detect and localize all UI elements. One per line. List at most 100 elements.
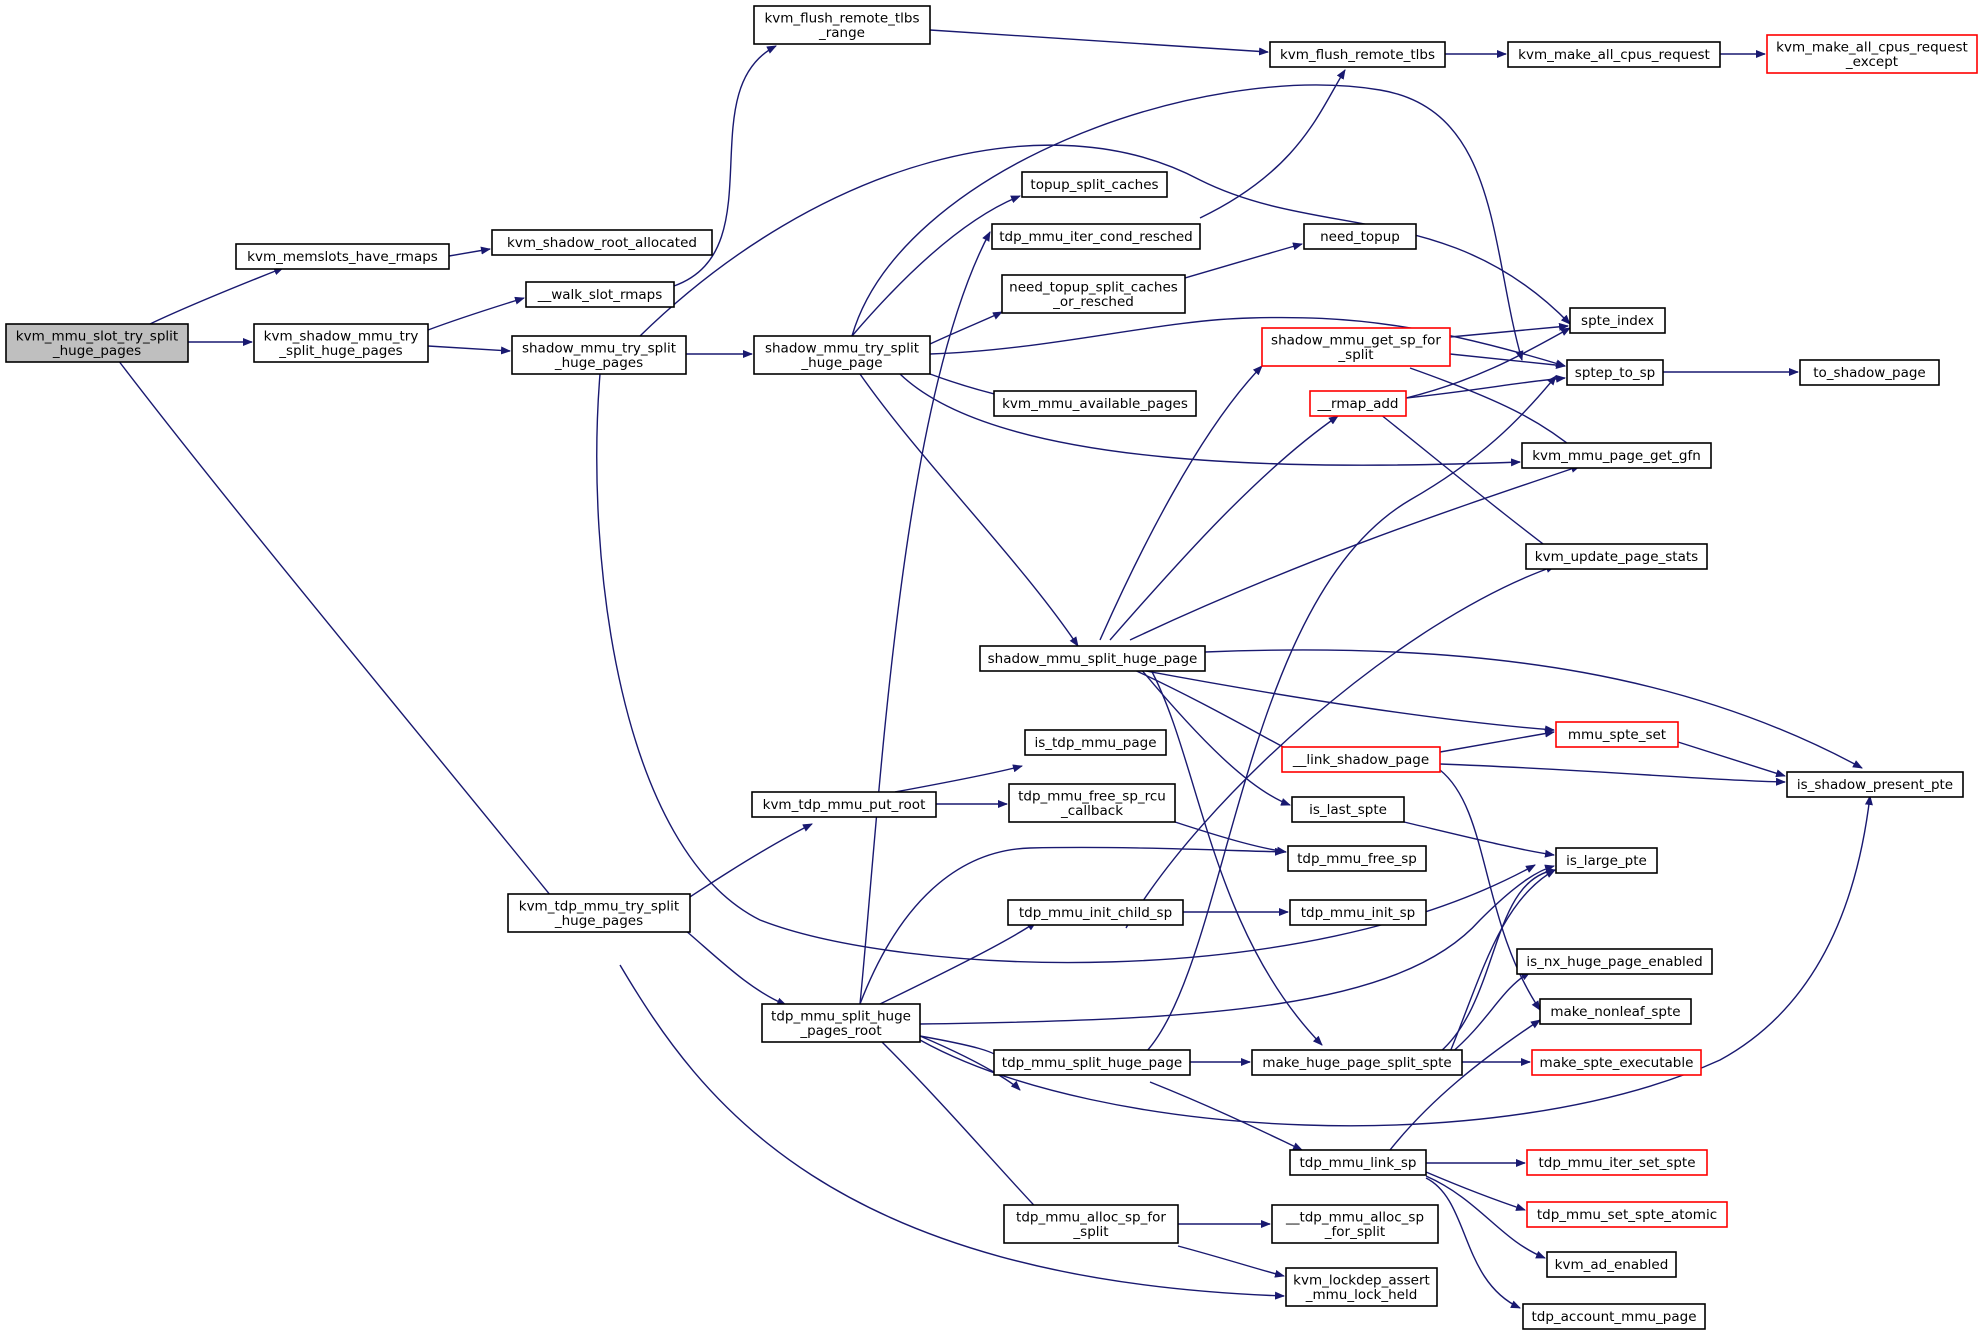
node-label: _split <box>1337 347 1373 363</box>
node-topup-split-caches[interactable]: topup_split_caches <box>1021 171 1168 198</box>
node-box <box>1521 442 1712 469</box>
node-rmap-add[interactable]: __rmap_add <box>1309 390 1407 417</box>
node-label: is_last_spte <box>1309 802 1387 818</box>
edge <box>1449 322 1569 338</box>
node-spte-index[interactable]: spte_index <box>1569 307 1666 334</box>
edge <box>929 311 1003 345</box>
node-walk-slot-rmaps[interactable]: __walk_slot_rmaps <box>525 281 675 308</box>
node-shadow-mmu-split-huge-page[interactable]: shadow_mmu_split_huge_page <box>979 645 1206 672</box>
node-is-shadow-present-pte[interactable]: is_shadow_present_pte <box>1786 771 1964 798</box>
node-shadow-mmu-try-split-huge-pages-kvm[interactable]: kvm_shadow_mmu_try_split_huge_pages <box>253 323 429 363</box>
node-box <box>1269 41 1446 68</box>
node-tdp-mmu-iter-cond-resched[interactable]: tdp_mmu_iter_cond_resched <box>991 223 1201 250</box>
node-label: kvm_shadow_mmu_try <box>264 328 419 344</box>
node-to-shadow-page[interactable]: to_shadow_page <box>1799 359 1940 386</box>
node-tdp-mmu-init-sp[interactable]: tdp_mmu_init_sp <box>1289 899 1427 926</box>
node-box <box>1516 948 1713 975</box>
node-box <box>1526 1149 1708 1176</box>
edge <box>919 795 1873 1127</box>
node-box <box>979 645 1206 672</box>
node-label: tdp_mmu_init_child_sp <box>1019 905 1172 921</box>
node-tdp-mmu-free-sp-rcu-callback[interactable]: tdp_mmu_free_sp_rcu_callback <box>1008 783 1176 823</box>
node-root[interactable]: kvm_mmu_slot_try_split_huge_pages <box>5 323 189 363</box>
node-make-huge-page-split-spte[interactable]: make_huge_page_split_spte <box>1251 1049 1463 1076</box>
node-box <box>1526 1201 1728 1228</box>
node-label: _split_huge_pages <box>278 343 402 359</box>
node-tdp-mmu-alloc-sp-for-split[interactable]: tdp_mmu_alloc_sp_for_split <box>1003 1204 1179 1244</box>
node-tdp-mmu-set-spte-atomic[interactable]: tdp_mmu_set_spte_atomic <box>1526 1201 1728 1228</box>
node-sptep-to-sp[interactable]: sptep_to_sp <box>1566 359 1664 386</box>
node-kvm-lockdep-assert-mmu-lock-held[interactable]: kvm_lockdep_assert_mmu_lock_held <box>1285 1267 1438 1307</box>
node-memslots-have-rmaps[interactable]: kvm_memslots_have_rmaps <box>235 243 450 270</box>
node-label: tdp_mmu_iter_cond_resched <box>999 229 1192 245</box>
node-label: kvm_flush_remote_tlbs <box>764 10 919 26</box>
node-label: _or_resched <box>1052 294 1134 310</box>
node-box <box>1289 899 1427 926</box>
node-shadow-mmu-try-split-huge-pages[interactable]: shadow_mmu_try_split_huge_pages <box>511 335 687 375</box>
node-link-shadow-page[interactable]: __link_shadow_page <box>1281 746 1441 773</box>
node-kvm-ad-enabled[interactable]: kvm_ad_enabled <box>1546 1251 1677 1278</box>
node-shadow-mmu-get-sp-for-split[interactable]: shadow_mmu_get_sp_for_split <box>1261 327 1451 367</box>
node-box <box>761 1003 921 1043</box>
node-label: _huge_pages <box>554 355 643 371</box>
node-tdp-account-mmu-page[interactable]: tdp_account_mmu_page <box>1522 1303 1706 1330</box>
edge <box>859 373 1079 647</box>
node-box <box>1289 1149 1427 1176</box>
edge <box>1449 869 1556 1053</box>
node-flush-remote-tlbs[interactable]: kvm_flush_remote_tlbs <box>1269 41 1446 68</box>
node-make-all-cpus-request-except[interactable]: kvm_make_all_cpus_request_except <box>1766 34 1978 74</box>
node-shadow-root-allocated[interactable]: kvm_shadow_root_allocated <box>491 229 713 256</box>
node-box <box>1261 327 1451 367</box>
node-make-nonleaf-spte[interactable]: make_nonleaf_spte <box>1539 998 1692 1025</box>
node-label: _huge_pages <box>52 343 141 359</box>
edge <box>1099 365 1263 641</box>
edge <box>879 1039 1047 1219</box>
node-kvm-tdp-mmu-try-split-huge-pages[interactable]: kvm_tdp_mmu_try_split_huge_pages <box>507 893 691 933</box>
edge <box>1184 242 1303 279</box>
node-need-topup-split-caches-or-resched[interactable]: need_topup_split_caches_or_resched <box>1001 274 1186 314</box>
node-make-spte-executable[interactable]: make_spte_executable <box>1531 1049 1702 1076</box>
node-tdp-mmu-iter-set-spte[interactable]: tdp_mmu_iter_set_spte <box>1526 1149 1708 1176</box>
node-box <box>1287 845 1427 872</box>
node-mmu-spte-set[interactable]: mmu_spte_set <box>1555 721 1679 748</box>
node-label: _split <box>1072 1224 1108 1240</box>
node-flush-remote-tlbs-range[interactable]: kvm_flush_remote_tlbs_range <box>753 5 931 45</box>
node-kvm-mmu-available-pages[interactable]: kvm_mmu_available_pages <box>993 390 1197 417</box>
node-tdp-mmu-link-sp[interactable]: tdp_mmu_link_sp <box>1289 1149 1427 1176</box>
node-label: kvm_tdp_mmu_try_split <box>519 898 679 914</box>
node-label: tdp_mmu_set_spte_atomic <box>1537 1207 1717 1223</box>
node-need-topup[interactable]: need_topup <box>1303 223 1417 250</box>
node-tdp-mmu-free-sp[interactable]: tdp_mmu_free_sp <box>1287 845 1427 872</box>
node-box <box>753 335 931 375</box>
node-make-all-cpus-request[interactable]: kvm_make_all_cpus_request <box>1507 41 1721 68</box>
edge <box>1145 375 1557 1053</box>
edge <box>1677 741 1786 778</box>
node-tdp-mmu-alloc-sp-for-split-inner[interactable]: __tdp_mmu_alloc_sp_for_split <box>1271 1204 1439 1244</box>
node-shadow-mmu-try-split-huge-page[interactable]: shadow_mmu_try_split_huge_page <box>753 335 931 375</box>
node-is-large-pte[interactable]: is_large_pte <box>1555 847 1658 874</box>
node-kvm-update-page-stats[interactable]: kvm_update_page_stats <box>1525 543 1708 570</box>
node-box <box>1539 998 1692 1025</box>
node-tdp-mmu-init-child-sp[interactable]: tdp_mmu_init_child_sp <box>1007 899 1184 926</box>
node-kvm-tdp-mmu-put-root[interactable]: kvm_tdp_mmu_put_root <box>751 791 937 818</box>
node-is-nx-huge-page-enabled[interactable]: is_nx_huge_page_enabled <box>1516 948 1713 975</box>
edge <box>673 45 777 287</box>
node-box <box>1525 543 1708 570</box>
edge <box>859 846 1285 1005</box>
node-label: _callback <box>1060 803 1123 819</box>
node-kvm-mmu-page-get-gfn[interactable]: kvm_mmu_page_get_gfn <box>1521 442 1712 469</box>
node-is-last-spte[interactable]: is_last_spte <box>1291 796 1405 823</box>
edge <box>929 29 1269 56</box>
node-is-tdp-mmu-page[interactable]: is_tdp_mmu_page <box>1024 729 1167 756</box>
node-tdp-mmu-split-huge-page[interactable]: tdp_mmu_split_huge_page <box>993 1049 1191 1076</box>
node-label: sptep_to_sp <box>1575 365 1655 381</box>
edge <box>684 929 787 1006</box>
node-box <box>1546 1251 1677 1278</box>
node-box <box>1786 771 1964 798</box>
edges <box>117 29 1873 1309</box>
node-box <box>1281 746 1441 773</box>
node-label: shadow_mmu_try_split <box>522 340 676 356</box>
edge <box>1425 1175 1546 1259</box>
node-label: tdp_mmu_alloc_sp_for <box>1016 1209 1166 1225</box>
node-tdp-mmu-split-huge-pages-root[interactable]: tdp_mmu_split_huge_pages_root <box>761 1003 921 1043</box>
